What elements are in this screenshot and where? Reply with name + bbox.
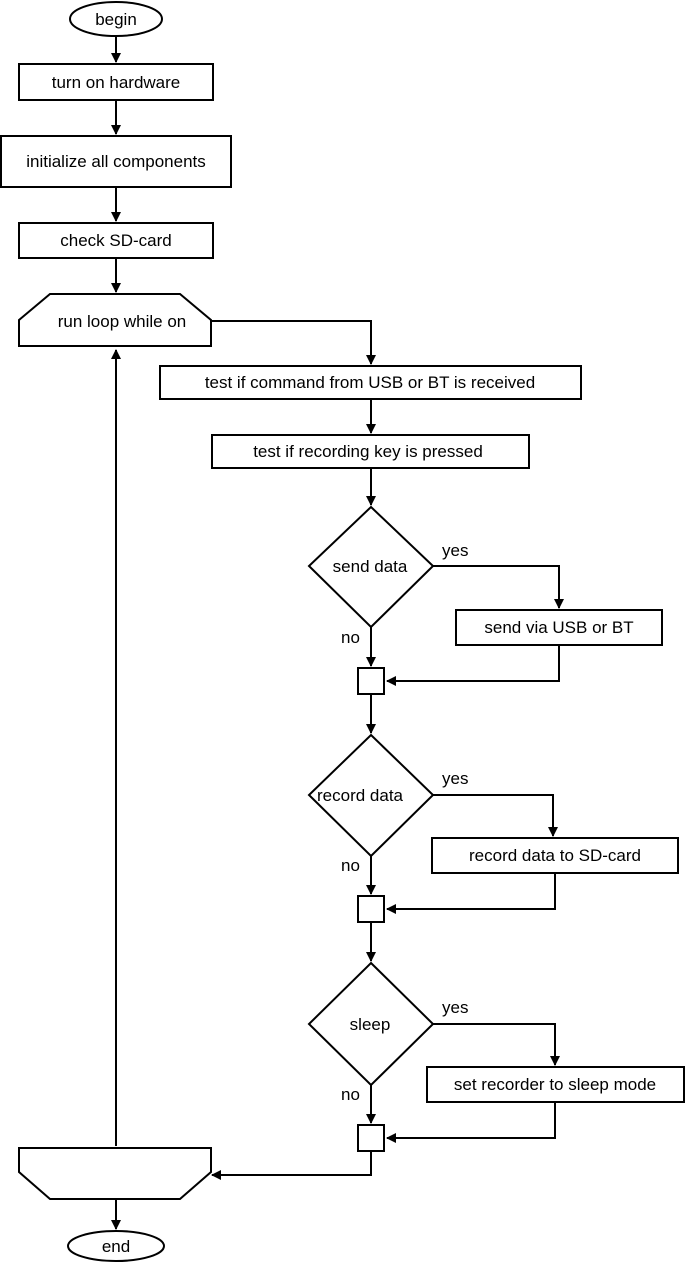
check-sd-box (18, 222, 214, 259)
turn-on-box (18, 63, 214, 101)
edges (111, 37, 564, 1230)
record-data-label: record data (317, 786, 404, 805)
decision-record-data: record data (307, 733, 435, 858)
sleep-yes-label: yes (442, 998, 468, 1017)
loop-end-hexagon (18, 1147, 212, 1200)
loop-start-label: run loop while on (58, 312, 187, 331)
edge-set-sleep-to-merge-3 (386, 1102, 556, 1143)
test-key-label: test if recording key is pressed (253, 442, 483, 461)
edge-send-via-to-merge-1 (386, 645, 560, 686)
edge-merge-3-to-loop-end (211, 1151, 372, 1180)
node-initialize: initialize all components (0, 135, 232, 188)
edge-send-yes (433, 565, 564, 609)
send-no-label: no (341, 628, 360, 647)
edge-sleep-yes (433, 1023, 560, 1066)
send-via-label: send via USB or BT (484, 618, 633, 637)
record-to-sd-label: record data to SD-card (469, 846, 641, 865)
end-label: end (102, 1237, 130, 1256)
merge-node-1 (357, 667, 385, 695)
begin-terminator (69, 1, 163, 37)
end-terminator (67, 1230, 165, 1262)
record-yes-label: yes (442, 769, 468, 788)
turn-on-label: turn on hardware (52, 73, 181, 92)
initialize-label: initialize all components (26, 152, 206, 171)
node-turn-on-hardware: turn on hardware (18, 63, 214, 101)
node-end: end (67, 1230, 165, 1262)
node-loop-end (18, 1147, 212, 1200)
initialize-box (0, 135, 232, 188)
test-command-box (159, 365, 582, 400)
begin-label: begin (95, 10, 137, 29)
edge-loop-to-test-command (210, 320, 376, 365)
sleep-no-label: no (341, 1085, 360, 1104)
node-check-sd-card: check SD-card (18, 222, 214, 259)
sleep-label: sleep (350, 1015, 391, 1034)
node-begin: begin (69, 1, 163, 37)
node-record-to-sd: record data to SD-card (431, 837, 679, 874)
sleep-diamond (307, 961, 435, 1087)
check-sd-label: check SD-card (60, 231, 171, 250)
node-loop-start: run loop while on (18, 293, 212, 347)
set-sleep-label: set recorder to sleep mode (454, 1075, 656, 1094)
record-data-diamond (307, 733, 435, 858)
decision-send-data: send data (307, 505, 435, 629)
node-set-sleep: set recorder to sleep mode (426, 1066, 685, 1103)
send-data-diamond (307, 505, 435, 629)
edge-record-to-sd-to-merge-2 (386, 873, 556, 914)
set-sleep-box (426, 1066, 685, 1103)
send-via-box (455, 609, 663, 646)
decision-sleep: sleep (307, 961, 435, 1087)
node-test-key: test if recording key is pressed (211, 434, 530, 469)
node-send-via: send via USB or BT (455, 609, 663, 646)
loop-start-hexagon (18, 293, 212, 347)
send-yes-label: yes (442, 541, 468, 560)
record-to-sd-box (431, 837, 679, 874)
merge-node-3 (357, 1124, 385, 1152)
record-no-label: no (341, 856, 360, 875)
node-test-command: test if command from USB or BT is receiv… (159, 365, 582, 400)
merge-node-2 (357, 895, 385, 923)
edge-record-yes (433, 794, 558, 837)
test-command-label: test if command from USB or BT is receiv… (205, 373, 535, 392)
test-key-box (211, 434, 530, 469)
send-data-label: send data (333, 557, 408, 576)
